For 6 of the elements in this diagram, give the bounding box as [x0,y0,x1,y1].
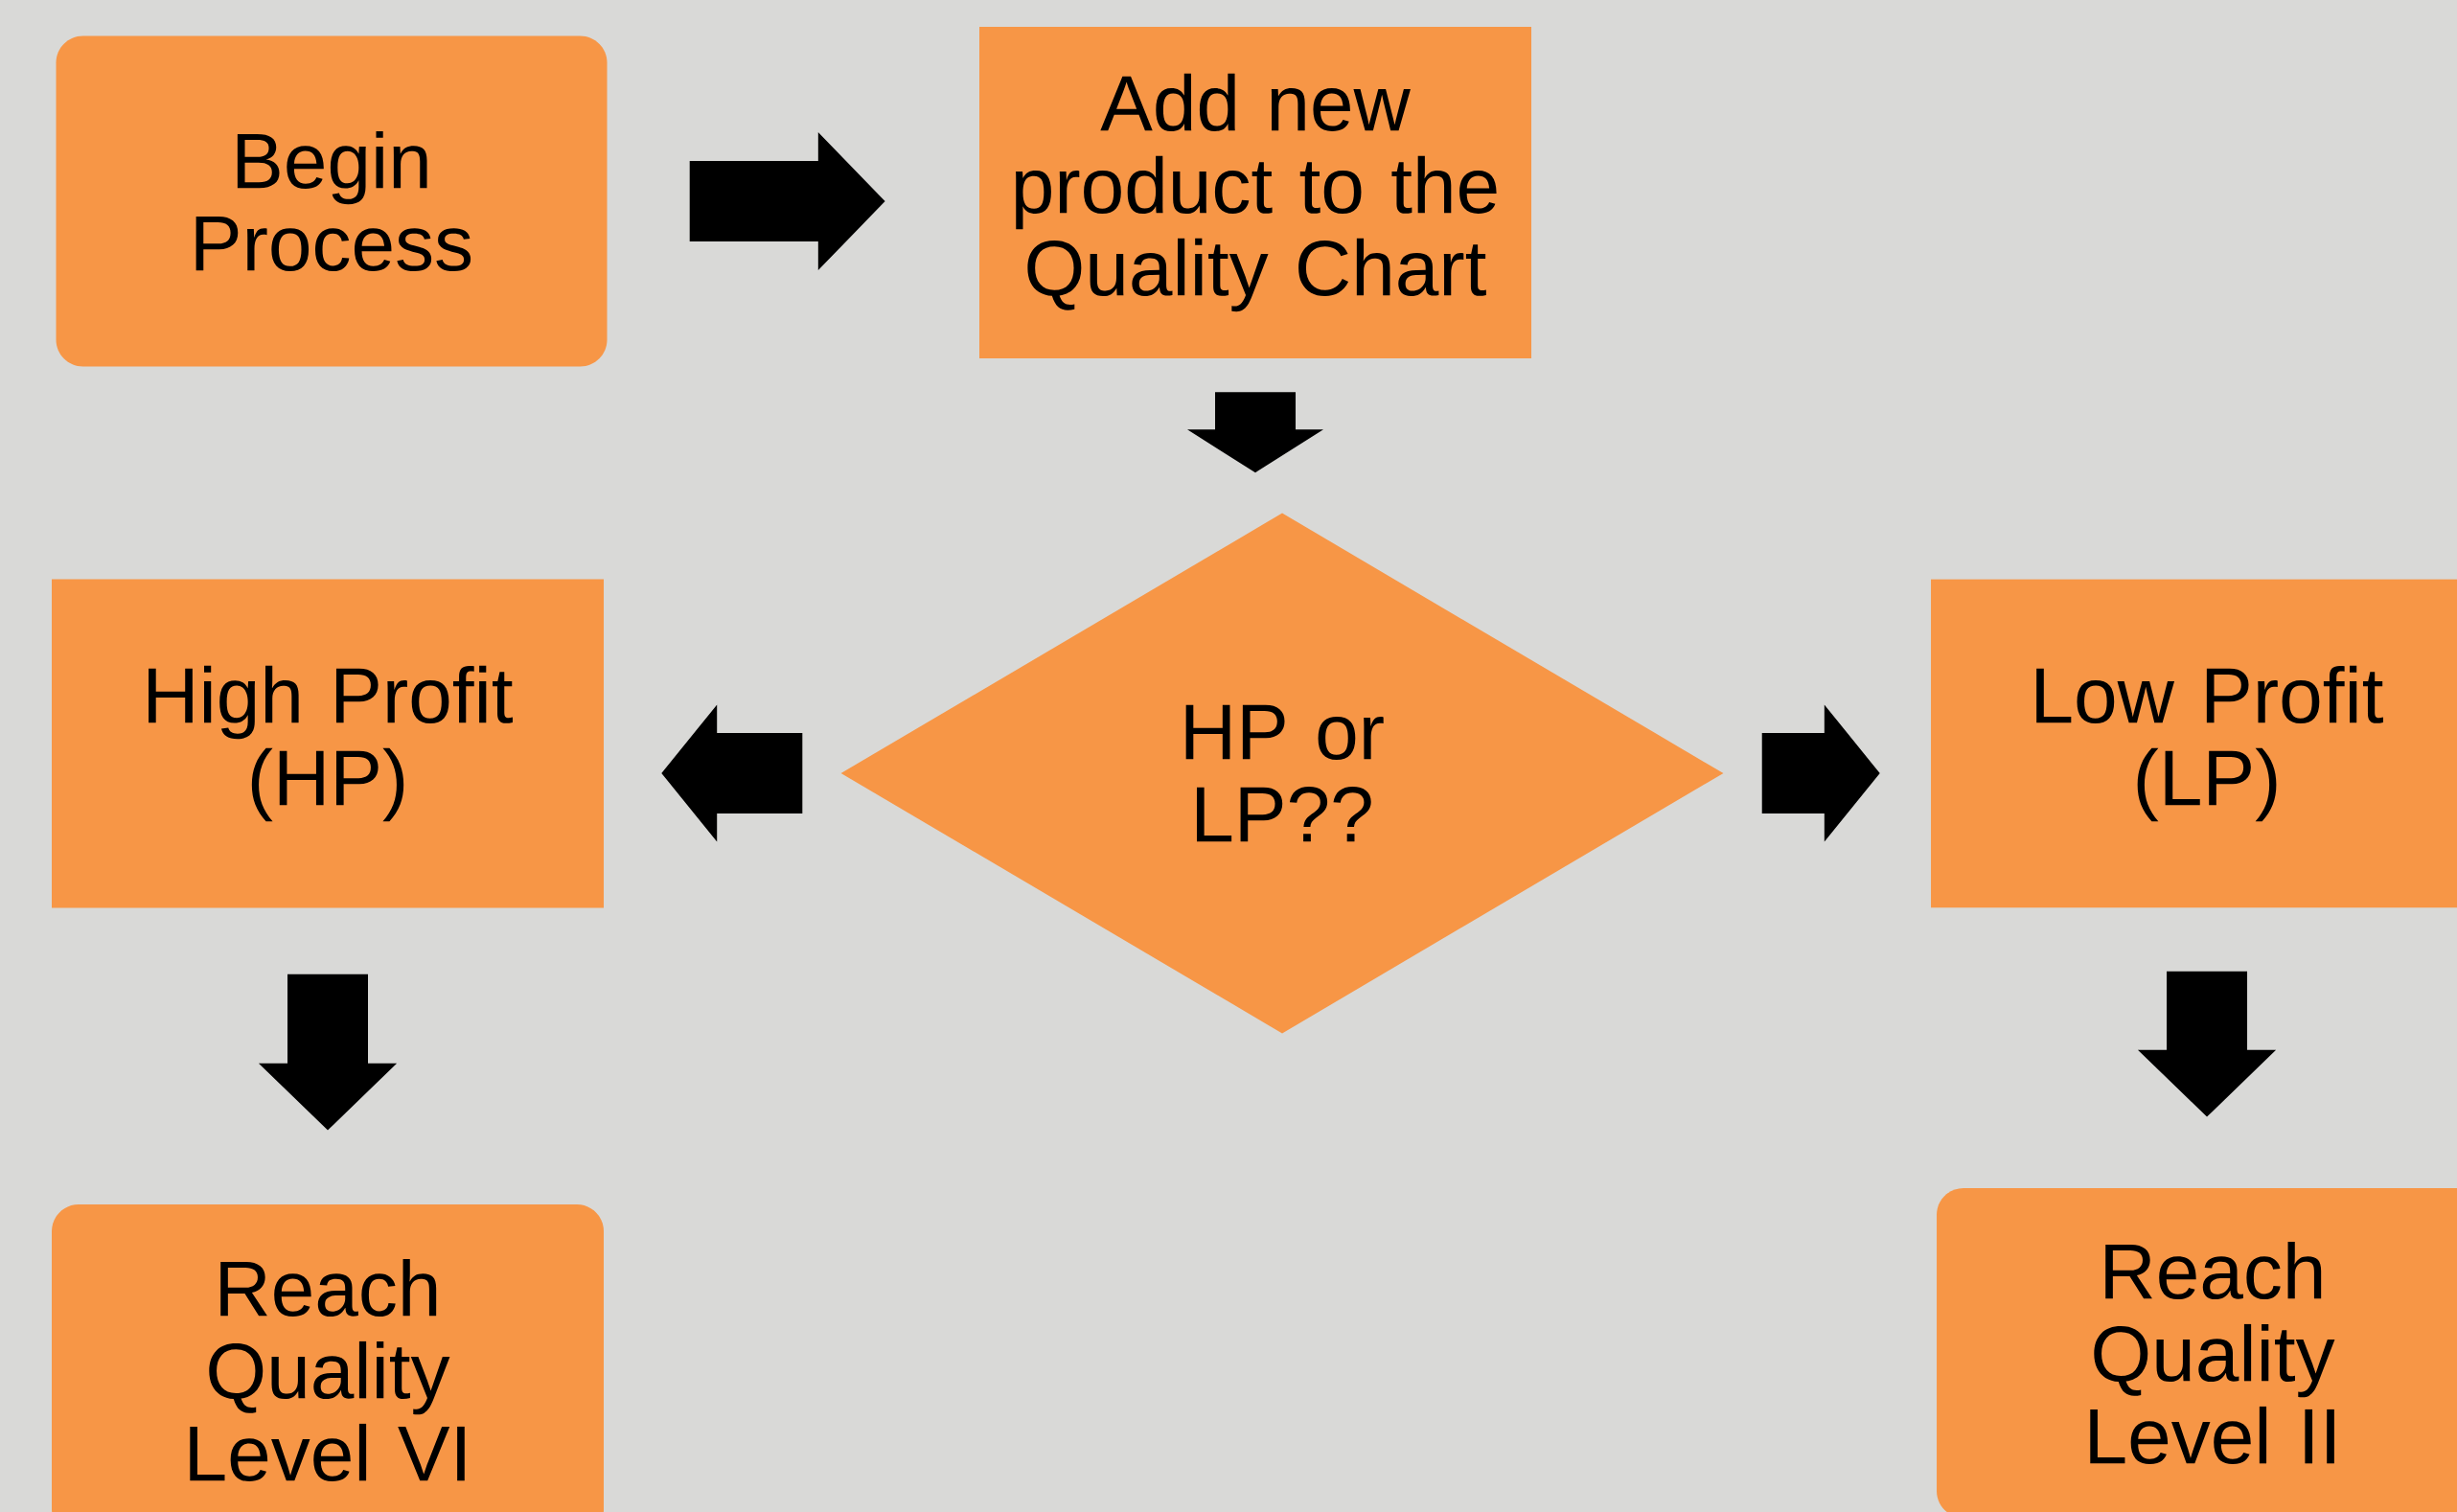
process-box: High Profit (HP) [52,579,604,908]
rounded-box: Reach Quality Level VI [52,1204,604,1512]
process-box: Add new product to the Quality Chart [979,27,1531,358]
rounded-box: Begin Process [56,35,608,367]
rounded-box: Reach Quality Level II [1937,1188,2457,1512]
process-box: Low Profit (LP) [1931,579,2457,908]
